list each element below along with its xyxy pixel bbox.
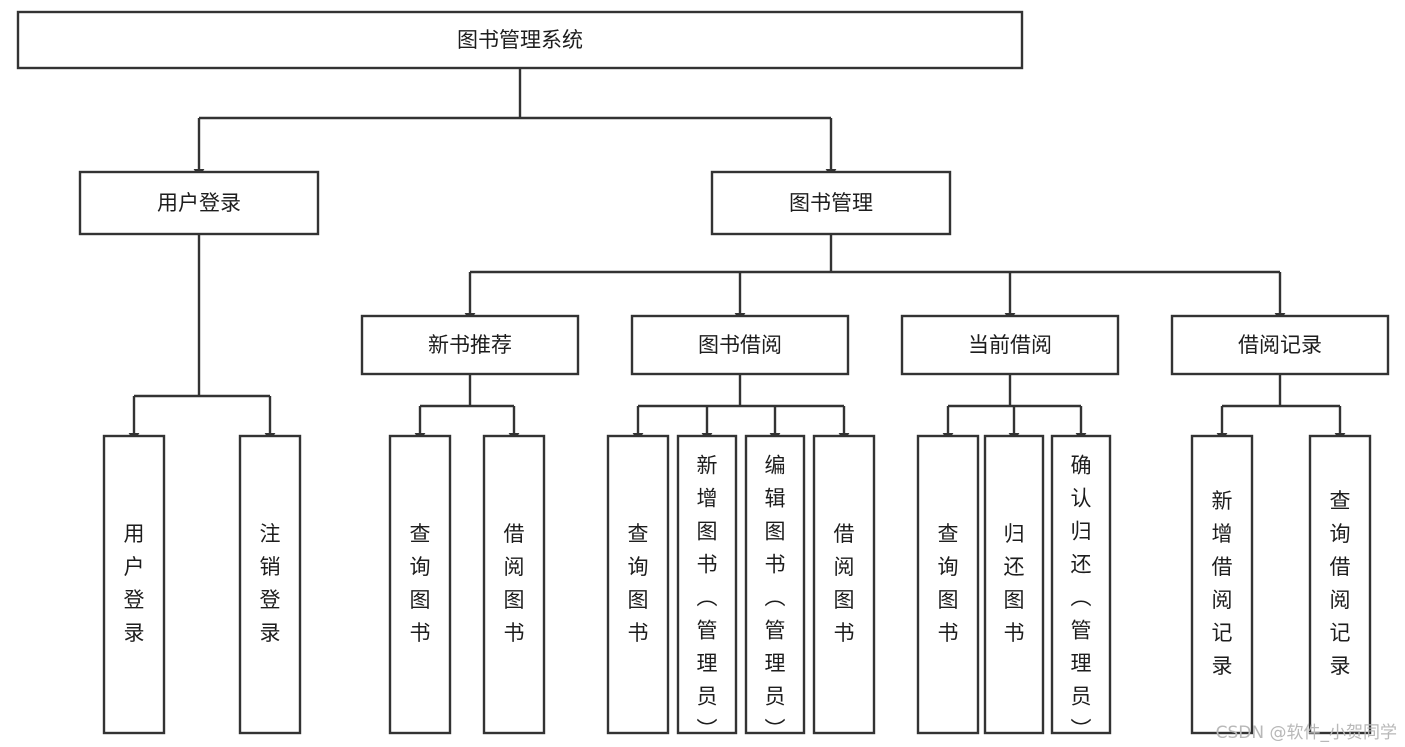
node-box-new-book-rec[interactable]: [360, 314, 580, 376]
node-label-leaf-confirm-ret: 确认归还︵管理员︶: [1071, 454, 1092, 742]
node-label-leaf-query-book-3: 查询图书: [938, 522, 959, 645]
node-box-borrow-record[interactable]: [1170, 314, 1390, 376]
node-leaf-borrow-book-2[interactable]: 借阅图书: [812, 434, 876, 735]
node-box-leaf-query-book-1[interactable]: [388, 434, 452, 735]
node-label-user-login: 用户登录: [157, 191, 241, 215]
node-box-root[interactable]: [16, 10, 1024, 70]
node-box-leaf-query-book-2[interactable]: [606, 434, 670, 735]
node-label-leaf-add-record: 新增借阅记录: [1212, 489, 1233, 678]
node-current-borrow[interactable]: 当前借阅: [900, 314, 1120, 376]
node-label-leaf-query-record: 查询借阅记录: [1330, 489, 1351, 678]
node-user-login[interactable]: 用户登录: [78, 170, 320, 236]
node-label-root: 图书管理系统: [457, 28, 583, 52]
edge-group-book-manage: [464, 234, 1286, 322]
node-box-leaf-borrow-book-1[interactable]: [482, 434, 546, 735]
node-box-book-borrow[interactable]: [630, 314, 850, 376]
node-label-leaf-user-logout: 注销登录: [260, 522, 281, 645]
node-leaf-confirm-ret[interactable]: 确认归还︵管理员︶: [1050, 434, 1112, 742]
node-label-book-manage: 图书管理: [789, 191, 873, 215]
node-box-leaf-user-logout[interactable]: [238, 434, 302, 735]
edge-group-book-borrow: [632, 374, 850, 442]
node-box-leaf-query-record[interactable]: [1308, 434, 1372, 735]
node-leaf-return-book[interactable]: 归还图书: [983, 434, 1045, 735]
node-box-leaf-user-login[interactable]: [102, 434, 166, 735]
node-label-book-borrow: 图书借阅: [698, 333, 782, 357]
node-leaf-query-book-1[interactable]: 查询图书: [388, 434, 452, 735]
node-borrow-record[interactable]: 借阅记录: [1170, 314, 1390, 376]
node-box-user-login[interactable]: [78, 170, 320, 236]
node-leaf-query-record[interactable]: 查询借阅记录: [1308, 434, 1372, 735]
node-label-leaf-edit-book: 编辑图书︵管理员︶: [765, 454, 786, 742]
node-label-leaf-user-login: 用户登录: [124, 522, 145, 645]
node-box-leaf-edit-book[interactable]: [744, 434, 806, 735]
node-new-book-rec[interactable]: 新书推荐: [360, 314, 580, 376]
node-label-leaf-query-book-2: 查询图书: [628, 522, 649, 645]
node-leaf-edit-book[interactable]: 编辑图书︵管理员︶: [744, 434, 806, 742]
node-label-leaf-borrow-book-1: 借阅图书: [504, 522, 525, 645]
node-root[interactable]: 图书管理系统: [16, 10, 1024, 70]
node-box-current-borrow[interactable]: [900, 314, 1120, 376]
node-label-current-borrow: 当前借阅: [968, 333, 1052, 357]
edge-group-user-login: [128, 234, 276, 442]
node-label-new-book-rec: 新书推荐: [428, 333, 512, 357]
node-label-leaf-query-book-1: 查询图书: [410, 522, 431, 645]
edge-group-current-borrow: [942, 374, 1087, 442]
edge-group-root: [193, 68, 837, 178]
edge-group-borrow-record: [1216, 374, 1346, 442]
node-box-book-manage[interactable]: [710, 170, 952, 236]
node-box-leaf-confirm-ret[interactable]: [1050, 434, 1112, 735]
node-box-leaf-add-record[interactable]: [1190, 434, 1254, 735]
node-leaf-user-logout[interactable]: 注销登录: [238, 434, 302, 735]
node-box-leaf-add-book[interactable]: [676, 434, 738, 735]
node-leaf-query-book-2[interactable]: 查询图书: [606, 434, 670, 735]
nodes-layer: 图书管理系统用户登录图书管理新书推荐图书借阅当前借阅借阅记录用户登录注销登录查询…: [16, 10, 1390, 742]
node-label-leaf-return-book: 归还图书: [1004, 522, 1025, 645]
node-leaf-user-login[interactable]: 用户登录: [102, 434, 166, 735]
node-box-leaf-query-book-3[interactable]: [916, 434, 980, 735]
node-leaf-add-book[interactable]: 新增图书︵管理员︶: [676, 434, 738, 742]
node-leaf-add-record[interactable]: 新增借阅记录: [1190, 434, 1254, 735]
node-label-leaf-add-book: 新增图书︵管理员︶: [697, 454, 718, 742]
edge-group-new-book-rec: [414, 374, 520, 442]
node-box-leaf-return-book[interactable]: [983, 434, 1045, 735]
node-label-borrow-record: 借阅记录: [1238, 333, 1322, 357]
node-label-leaf-borrow-book-2: 借阅图书: [834, 522, 855, 645]
node-book-borrow[interactable]: 图书借阅: [630, 314, 850, 376]
node-leaf-query-book-3[interactable]: 查询图书: [916, 434, 980, 735]
edges-layer: [128, 68, 1346, 442]
node-leaf-borrow-book-1[interactable]: 借阅图书: [482, 434, 546, 735]
node-book-manage[interactable]: 图书管理: [710, 170, 952, 236]
node-box-leaf-borrow-book-2[interactable]: [812, 434, 876, 735]
